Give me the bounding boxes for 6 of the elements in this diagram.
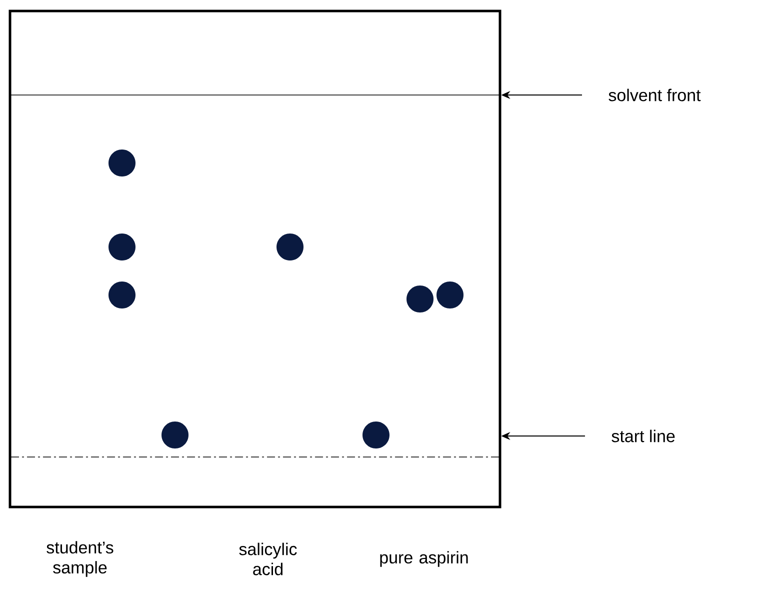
lane-label: student’s sample [46, 541, 114, 577]
lane-label: pure aspirin [380, 551, 468, 567]
line-label: solvent front [608, 88, 701, 102]
line-label: start line [612, 430, 675, 442]
plate [8, 10, 502, 508]
lane-label: salicylic acid [239, 542, 297, 576]
